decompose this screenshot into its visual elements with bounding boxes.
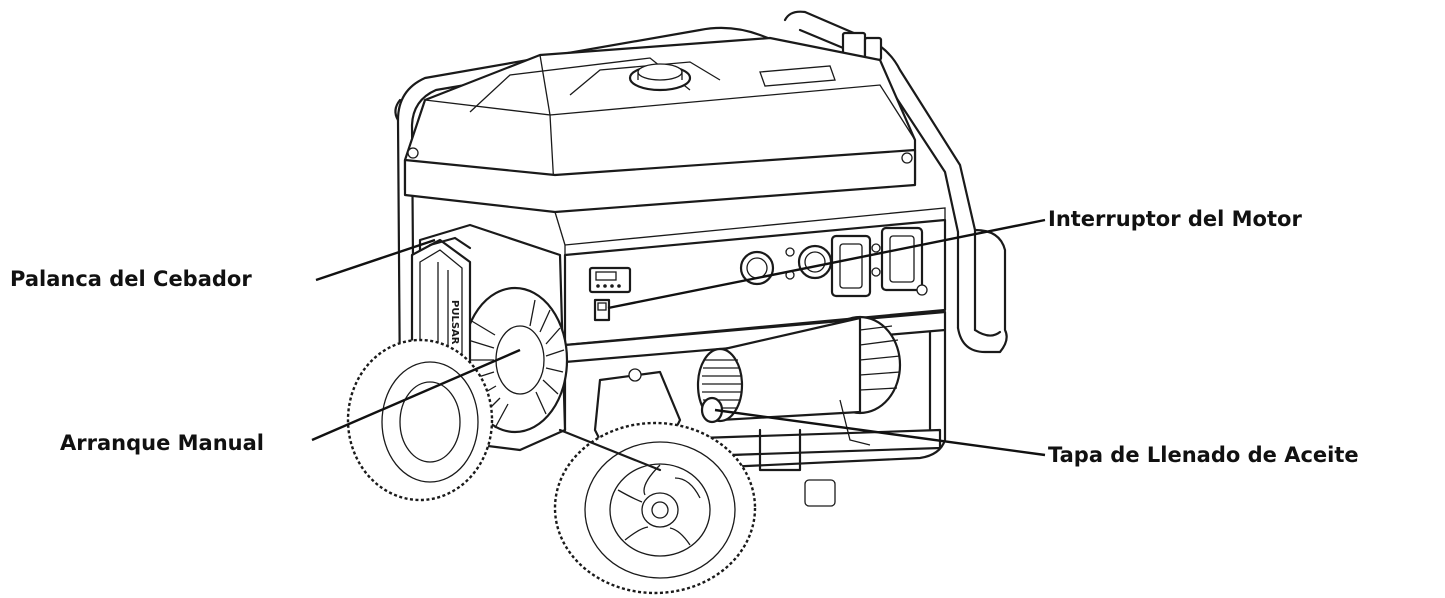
leader-manual-start [311, 348, 521, 442]
label-engine-switch: Interruptor del Motor [1048, 207, 1302, 231]
outlet-twist-lock-2 [797, 244, 833, 280]
label-manual-start: Arranque Manual [60, 431, 264, 455]
outlet-duplex-2 [880, 226, 924, 292]
outlet-duplex-1 [830, 234, 872, 298]
leader-engine-switch [607, 218, 1046, 310]
generator-icon: PULSAR [346, 10, 1008, 595]
leader-choke-lever [315, 238, 436, 282]
leader-oil-fill-cap [714, 408, 1046, 457]
label-choke-lever: Palanca del Cebador [10, 267, 252, 291]
choke-lever [428, 236, 472, 250]
brand-mark: PULSAR [449, 300, 460, 345]
label-oil-fill-cap: Tapa de Llenado de Aceite [1048, 443, 1359, 467]
